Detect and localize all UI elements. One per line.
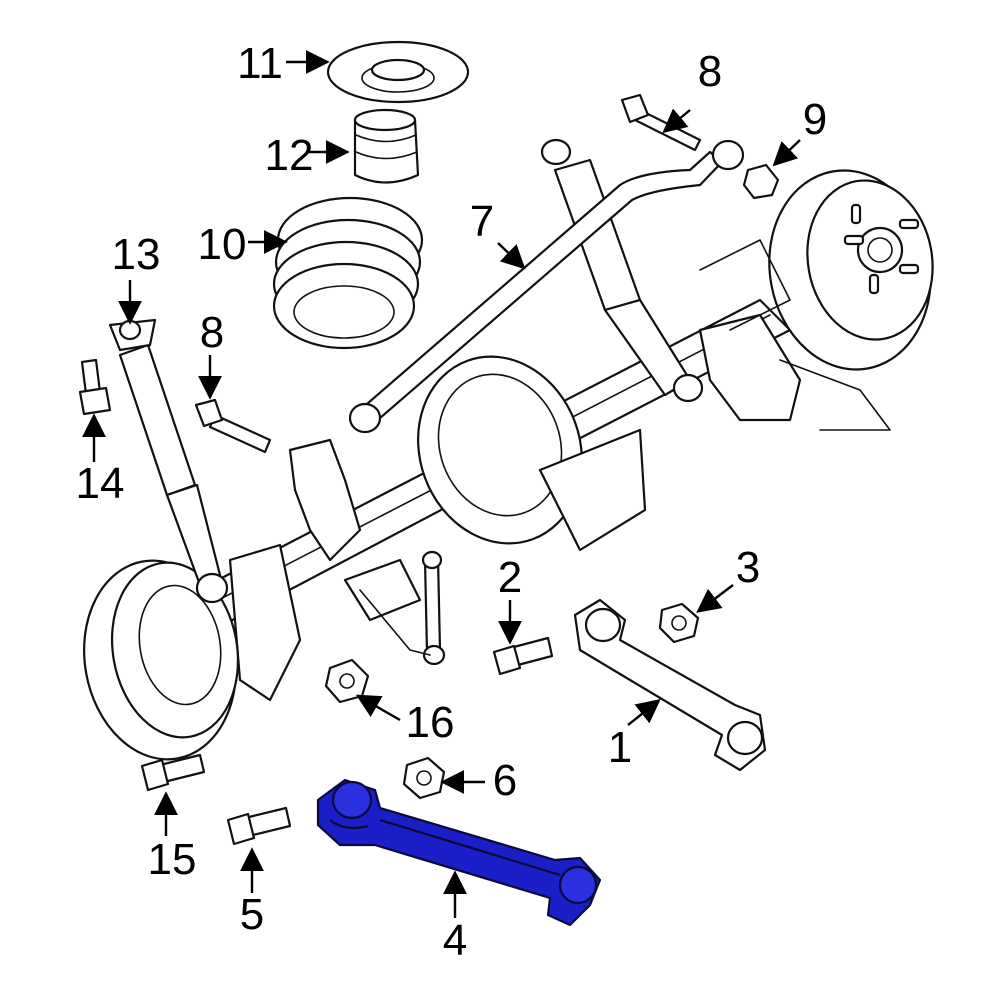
callout-4: 4 [442, 916, 468, 965]
callout-8-lower: 8 [199, 308, 225, 357]
callout-15: 15 [147, 835, 197, 884]
callout-8-upper: 8 [697, 47, 723, 96]
callout-5: 5 [239, 890, 265, 939]
upper-control-arm [573, 598, 767, 772]
axle-housing [158, 298, 802, 702]
track-bar [348, 139, 745, 434]
bolt-2 [492, 636, 554, 676]
callout-6: 6 [492, 756, 518, 805]
left-brake-drum [83, 559, 240, 761]
stabilizer-link [359, 550, 446, 666]
callout-16: 16 [405, 698, 455, 747]
track-bar-nut [742, 163, 780, 200]
shock-bolt-14 [78, 358, 112, 416]
nut-16 [324, 658, 370, 704]
bolt-5 [226, 806, 292, 846]
callout-2: 2 [497, 553, 523, 602]
callout-12: 12 [264, 131, 314, 180]
coil-spring [272, 196, 424, 350]
left-shock-absorber [108, 318, 229, 604]
callout-11: 11 [237, 39, 283, 88]
track-bar-bolt-upper [620, 93, 702, 152]
callout-arrows [82, 50, 801, 918]
callout-9: 9 [802, 95, 828, 144]
right-brake-drum [699, 169, 934, 431]
jounce-bumper [353, 108, 420, 184]
spring-isolator [326, 40, 470, 104]
callout-1: 1 [607, 723, 633, 772]
callout-7: 7 [469, 197, 495, 246]
nut-3 [658, 602, 700, 644]
callout-3: 3 [735, 543, 761, 592]
nut-6 [402, 756, 446, 800]
callout-14: 14 [75, 459, 125, 508]
right-shock-absorber [540, 138, 704, 403]
callout-10: 10 [197, 220, 247, 269]
track-bar-bolt-lower [194, 398, 272, 454]
lower-control-arm-highlighted[interactable] [316, 778, 602, 927]
bolt-15 [140, 753, 206, 792]
callout-13: 13 [111, 230, 161, 279]
